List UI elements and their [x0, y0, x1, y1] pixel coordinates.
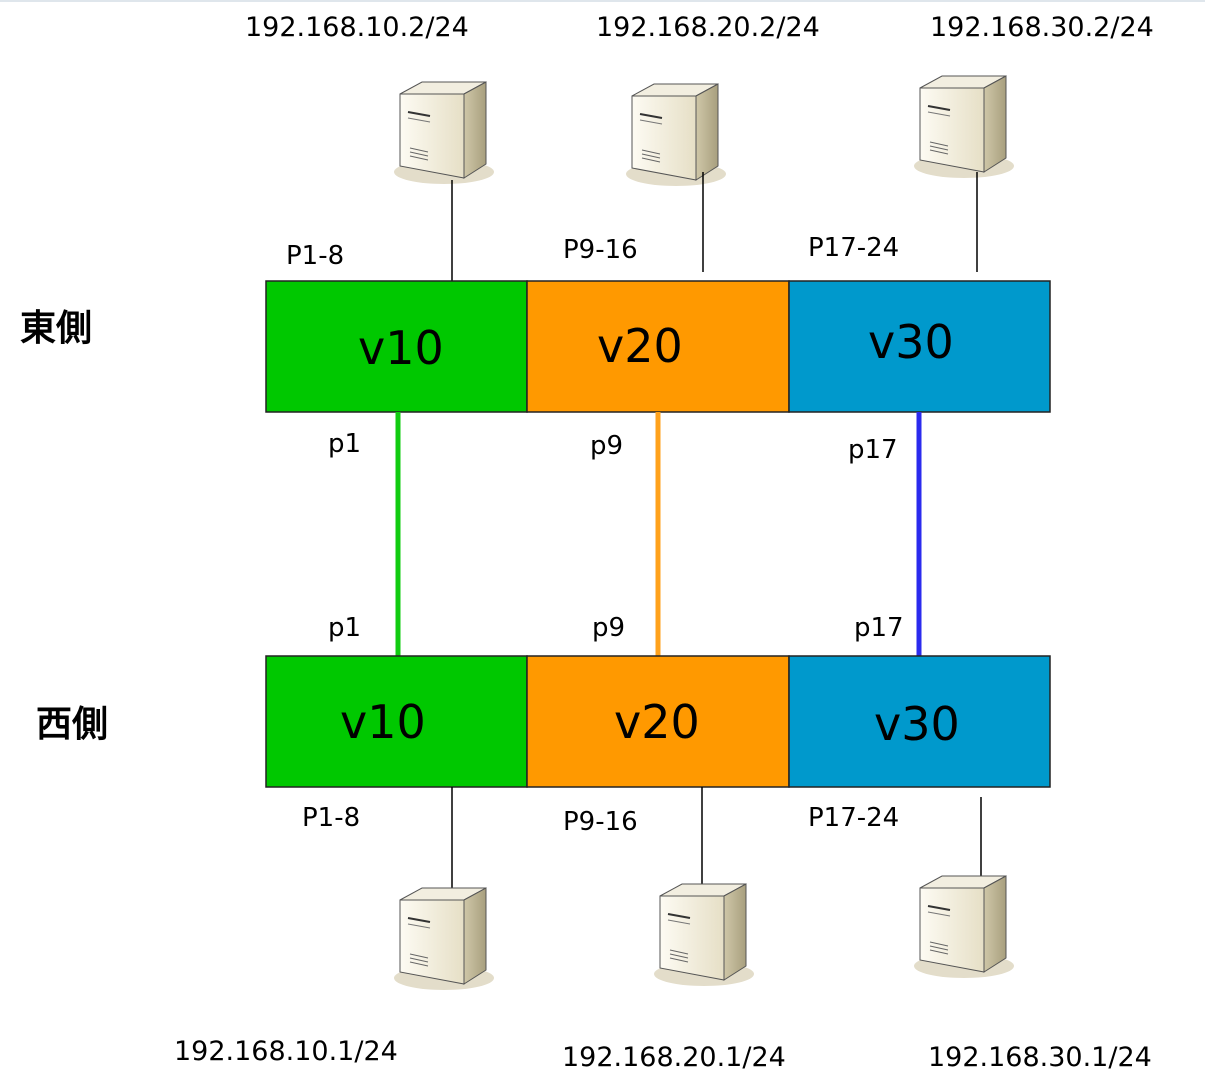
east-host-2: 192.168.20.2/24 [596, 12, 820, 187]
server-icon [913, 875, 1015, 979]
east-vlan30-block [788, 280, 1051, 413]
east-vlan10-segment: v10 [265, 280, 528, 413]
west-vlan30-block [788, 655, 1051, 788]
west-vlan20-segment: v20 [526, 655, 790, 788]
west-vlan20-block [526, 655, 790, 788]
west-uplink-port-1: p1 [328, 613, 361, 643]
server-icon [625, 83, 727, 187]
west-vlan20-label: v20 [614, 695, 700, 749]
east-side-label: 東側 [20, 308, 92, 349]
west-switch-group: 西側 p1 p9 p17 v10 v20 v30 P1-8 P9-16 P17-… [36, 613, 1152, 1073]
east-port-range-1: P1-8 [286, 241, 344, 271]
west-port-range-1: P1-8 [302, 803, 360, 833]
east-vlan10-label: v10 [358, 321, 444, 375]
west-host-2-ip: 192.168.20.1/24 [562, 1042, 786, 1073]
west-host-1: 192.168.10.1/24 [174, 887, 495, 1067]
east-vlan20-label: v20 [597, 319, 683, 373]
west-host-3: 192.168.30.1/24 [913, 875, 1152, 1073]
east-uplink-port-3: p17 [848, 435, 898, 465]
east-vlan20-segment: v20 [526, 280, 790, 413]
east-host-2-ip: 192.168.20.2/24 [596, 12, 820, 43]
east-switch-group: 東側 192.168.10.2/24 192.168.20.2/24 192.1… [20, 12, 1154, 465]
west-vlan10-label: v10 [340, 695, 426, 749]
east-host-1-ip: 192.168.10.2/24 [245, 12, 469, 43]
east-vlan30-label: v30 [868, 315, 954, 369]
east-host-1: 192.168.10.2/24 [245, 12, 495, 185]
east-port-range-2: P9-16 [563, 235, 638, 265]
server-icon [393, 887, 495, 991]
west-vlan30-segment: v30 [788, 655, 1051, 788]
west-side-label: 西側 [36, 704, 108, 745]
west-vlan10-block [265, 655, 528, 788]
east-vlan30-segment: v30 [788, 280, 1051, 413]
west-host-2: 192.168.20.1/24 [562, 883, 786, 1073]
west-host-3-ip: 192.168.30.1/24 [928, 1042, 1152, 1073]
east-port-range-3: P17-24 [808, 233, 899, 263]
west-uplink-port-3: p17 [854, 613, 904, 643]
east-vlan10-block [265, 280, 528, 413]
server-icon [653, 883, 755, 987]
east-host-3: 192.168.30.2/24 [913, 12, 1154, 179]
west-port-range-2: P9-16 [563, 807, 638, 837]
server-icon [913, 75, 1015, 179]
east-uplink-port-2: p9 [590, 431, 623, 461]
west-vlan30-label: v30 [874, 697, 960, 751]
west-vlan10-segment: v10 [265, 655, 528, 788]
east-host-3-ip: 192.168.30.2/24 [930, 12, 1154, 43]
west-uplink-port-2: p9 [592, 613, 625, 643]
server-icon [393, 81, 495, 185]
west-host-1-ip: 192.168.10.1/24 [174, 1036, 398, 1067]
east-uplink-port-1: p1 [328, 429, 361, 459]
west-port-range-3: P17-24 [808, 803, 899, 833]
